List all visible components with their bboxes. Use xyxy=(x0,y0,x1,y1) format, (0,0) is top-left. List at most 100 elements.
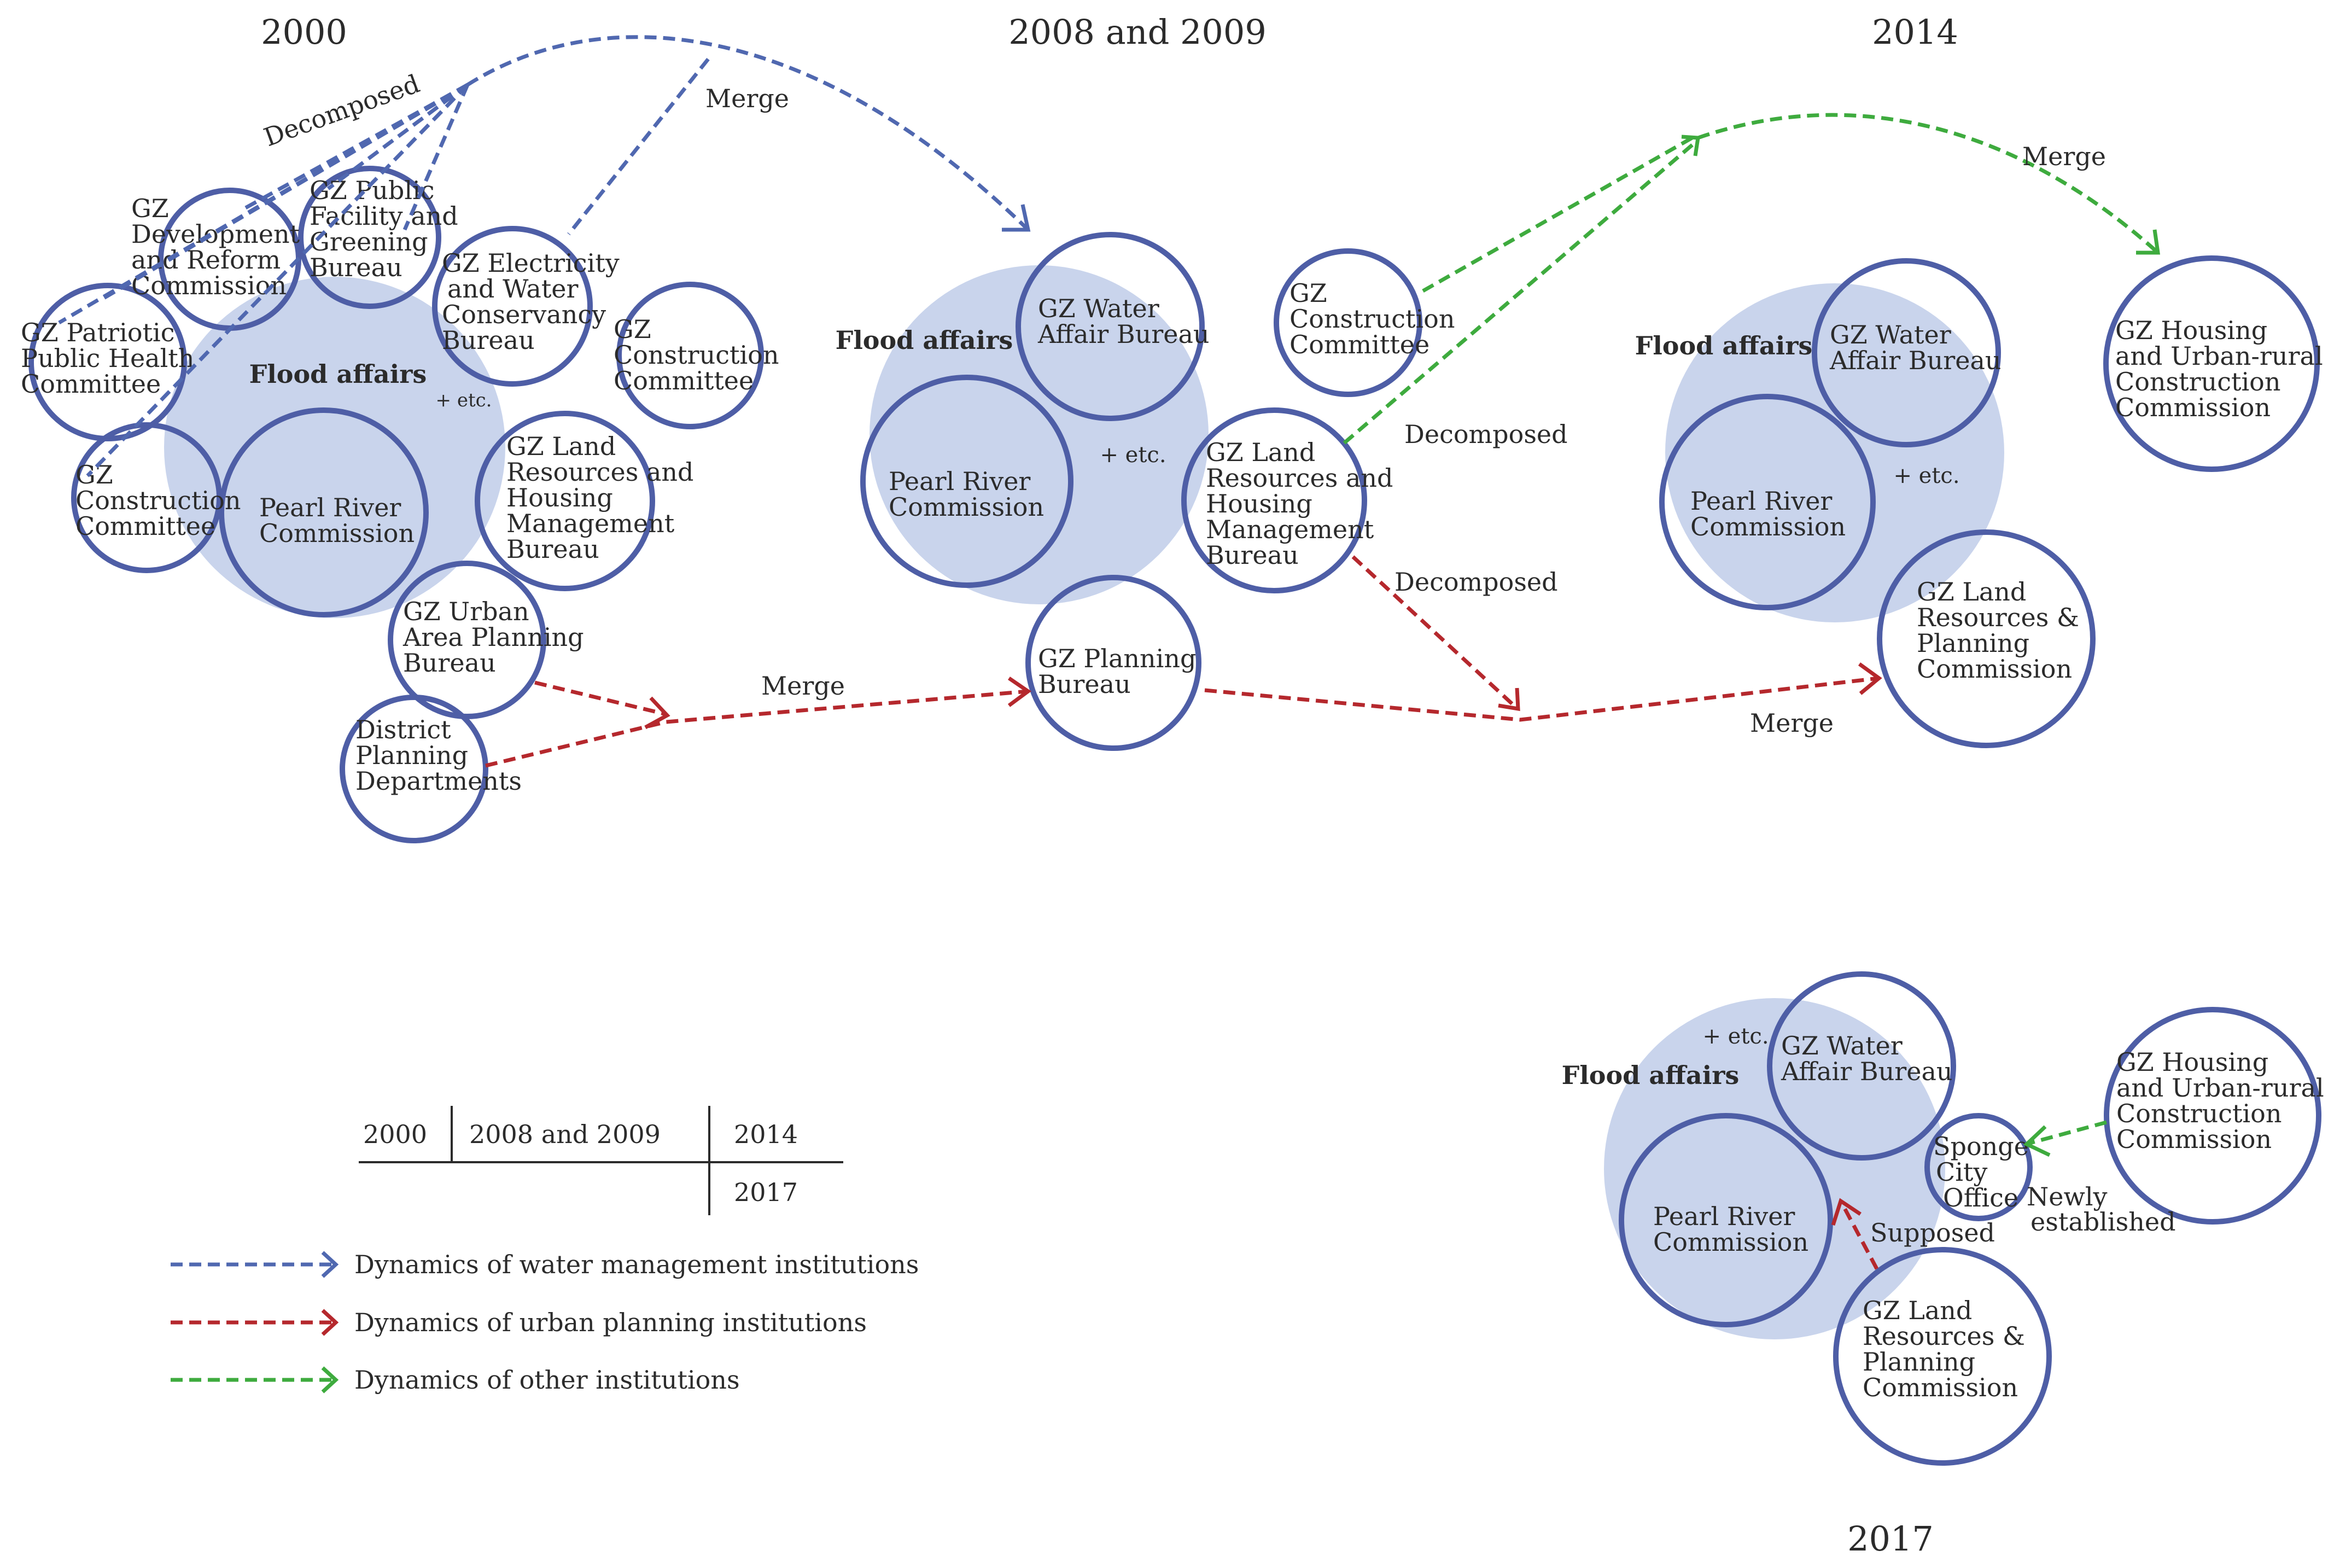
etc-label-2017: + etc. xyxy=(1702,1024,1769,1049)
label-decomposed-blue: Decomposed xyxy=(260,68,423,152)
red-arrowhead-3 xyxy=(1498,687,1520,712)
flood-affairs-label-2017: Flood affairs xyxy=(1562,1060,1740,1090)
flood-affairs-area-2000 xyxy=(164,277,505,618)
label-land-resources-housing: GZ Land Resources and Housing Management… xyxy=(506,432,702,564)
red-arrowhead-4 xyxy=(1858,662,1882,695)
year-2017-heading: 2017 xyxy=(1847,1519,1934,1559)
cluster-2014: Flood affairs + etc. GZ Water Affair Bur… xyxy=(1635,255,2331,748)
node-land-planning-2014 xyxy=(1877,529,2096,748)
cluster-2000: Flood affairs + etc. GZ Development and … xyxy=(21,166,787,843)
flood-affairs-area-2017 xyxy=(1604,998,1945,1339)
red-line-decomposed xyxy=(1351,555,1519,710)
blue-line-to-construction-left xyxy=(86,83,469,477)
label-decomposed-red: Decomposed xyxy=(1394,567,1558,597)
blue-line-to-public xyxy=(326,83,469,190)
node-water-affair-2017 xyxy=(1767,971,1956,1161)
label-water-affair-2009: GZ Water Affair Bureau xyxy=(1037,294,1210,349)
year-2014-heading: 2014 xyxy=(1872,12,1958,52)
node-construction-2000 xyxy=(616,282,764,429)
red-arrowhead-2 xyxy=(1007,677,1032,707)
node-pearl-river-2000 xyxy=(219,407,429,617)
node-planning-bureau xyxy=(1025,575,1201,751)
label-pearl-river-2017: Pearl River Commission xyxy=(1653,1202,1808,1257)
table-cell-2008: 2008 and 2009 xyxy=(469,1120,661,1149)
legend-item-urban: Dynamics of urban planning institutions xyxy=(171,1308,867,1337)
flood-affairs-label-2009: Flood affairs xyxy=(836,325,1013,355)
label-merge-green: Merge xyxy=(2022,142,2106,171)
label-patriotic: GZ Patriotic Public Health Committee xyxy=(21,318,202,399)
blue-line-to-electricity xyxy=(567,57,710,236)
red-line-urban-bureau xyxy=(534,680,667,716)
label-sponge-city-office: Sponge City Office xyxy=(1933,1132,2037,1213)
legend-arrowhead-water xyxy=(321,1251,339,1278)
etc-label-2009: + etc. xyxy=(1100,442,1166,468)
node-pearl-river-2017 xyxy=(1619,1113,1833,1327)
label-merge-red-2: Merge xyxy=(1750,708,1834,738)
red-line-district-merge xyxy=(485,689,1029,768)
node-land-planning-2017 xyxy=(1833,1247,2052,1466)
label-pearl-river-2009: Pearl River Commission xyxy=(889,467,1044,522)
node-sponge-city-office xyxy=(1924,1113,2033,1221)
label-land-planning-2014: GZ Land Resources & Planning Commission xyxy=(1917,577,2087,684)
node-public-facility xyxy=(298,166,441,309)
label-construction-2009: GZ Construction Committee xyxy=(1289,278,1463,359)
node-water-affair-2014 xyxy=(1812,258,2001,447)
legend-item-other: Dynamics of other institutions xyxy=(171,1365,740,1395)
etc-label-2000: + etc. xyxy=(436,389,492,411)
red-arrowhead-1 xyxy=(644,696,670,730)
green-line-sponge xyxy=(2029,1120,2107,1145)
green-line-land-housing xyxy=(1343,138,1700,445)
green-line-construction xyxy=(1422,135,1695,293)
label-newly-established: Newly established xyxy=(2027,1182,2176,1237)
flood-affairs-area-2009 xyxy=(870,265,1209,604)
label-public-facility: GZ Public Facility and Greening Bureau xyxy=(310,176,466,282)
label-district-planning: District Planning Departments xyxy=(355,715,522,796)
node-pearl-river-2014 xyxy=(1659,394,1876,610)
label-land-planning-2017: GZ Land Resources & Planning Commission xyxy=(1863,1296,2033,1402)
label-water-affair-2017: GZ Water Affair Bureau xyxy=(1781,1031,1953,1086)
timeline-table: 2000 2008 and 2009 2014 2017 xyxy=(359,1106,843,1215)
label-urban-planning: GZ Urban Area Planning Bureau xyxy=(402,597,592,678)
red-line-merge-2014 xyxy=(1204,676,1880,722)
flood-affairs-area-2014 xyxy=(1665,283,2004,622)
label-construction-left: GZ Construction Committee xyxy=(75,460,249,541)
legend-label-water: Dynamics of water management institution… xyxy=(354,1250,919,1279)
other-institution-arrows: Merge Decomposed xyxy=(1343,113,2161,1157)
blue-line-to-public-2 xyxy=(402,84,470,231)
label-pearl-river-2014: Pearl River Commission xyxy=(1690,486,1846,541)
table-cell-2017: 2017 xyxy=(734,1178,798,1207)
blue-line-to-patriotic xyxy=(58,83,469,325)
flood-affairs-label-2000: Flood affairs xyxy=(249,359,427,389)
label-land-housing-2009: GZ Land Resources and Housing Management… xyxy=(1206,438,1401,570)
label-merge-red-1: Merge xyxy=(761,671,845,701)
legend-item-water: Dynamics of water management institution… xyxy=(171,1250,919,1279)
node-water-affair-2009 xyxy=(1016,232,1205,421)
legend-arrowhead-other xyxy=(321,1366,339,1394)
cluster-2008-2009: Flood affairs + etc. GZ Water Affair Bur… xyxy=(836,232,1463,751)
node-pearl-river-2009 xyxy=(860,375,1073,588)
node-construction-2009 xyxy=(1274,248,1422,397)
node-land-resources-housing xyxy=(475,411,655,591)
etc-label-2014: + etc. xyxy=(1893,463,1959,488)
legend-label-other: Dynamics of other institutions xyxy=(354,1365,740,1395)
year-2008-heading: 2008 and 2009 xyxy=(1008,12,1267,52)
flood-affairs-label-2014: Flood affairs xyxy=(1635,331,1813,360)
label-housing-urban-rural-2017: GZ Housing and Urban-rural Construction … xyxy=(2116,1047,2332,1154)
blue-merge-arrowhead xyxy=(1002,204,1031,232)
label-construction-2000: GZ Construction Committee xyxy=(614,314,787,395)
green-merge-curve xyxy=(1697,113,2160,254)
label-electricity-water: GZ Electricity and Water Conservancy Bur… xyxy=(442,248,627,355)
year-2000-heading: 2000 xyxy=(261,12,347,52)
node-urban-planning xyxy=(388,561,546,719)
blue-merge-curve xyxy=(466,35,1030,231)
green-arrowhead-sponge xyxy=(2023,1125,2051,1157)
label-planning-bureau: GZ Planning Bureau xyxy=(1038,644,1204,699)
cluster-2017: Flood affairs + etc. GZ Water Affair Bur… xyxy=(1562,971,2332,1466)
legend-label-urban: Dynamics of urban planning institutions xyxy=(354,1308,867,1337)
label-housing-urban-rural-2014: GZ Housing and Urban-rural Construction … xyxy=(2115,316,2331,422)
node-construction-left xyxy=(71,422,222,573)
urban-planning-arrows: Merge Decomposed Merge Supposed xyxy=(485,555,1995,1270)
node-district-planning xyxy=(340,695,488,843)
table-cell-2014: 2014 xyxy=(734,1120,798,1149)
